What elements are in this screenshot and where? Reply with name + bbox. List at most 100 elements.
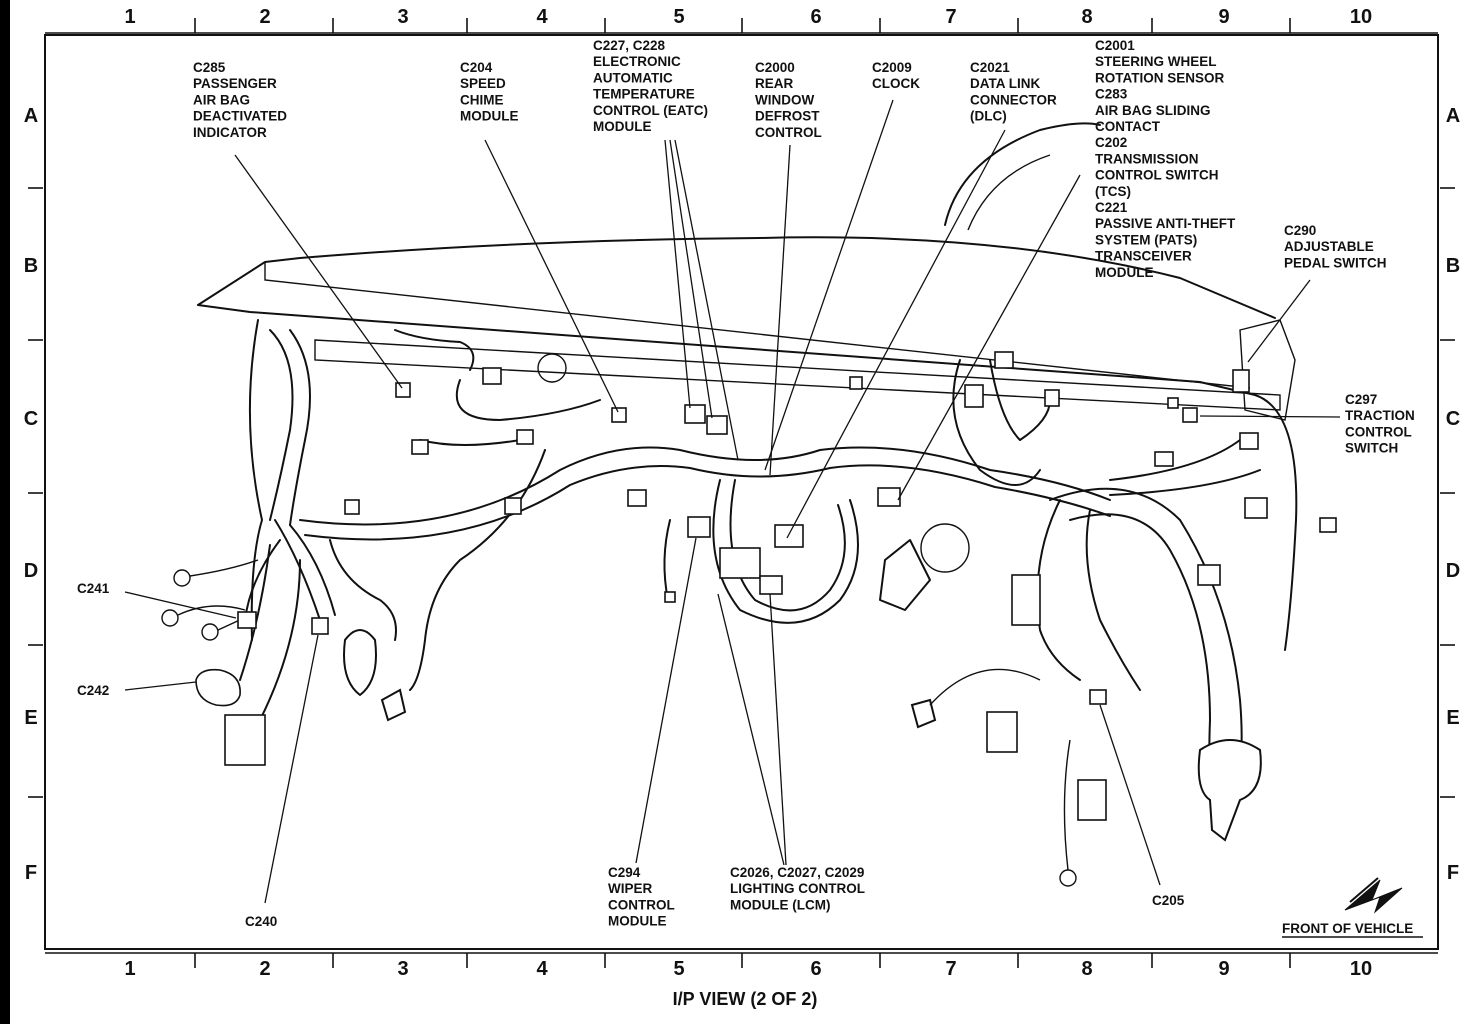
- grid-col-bottom-8: 8: [1081, 958, 1092, 980]
- connector-c228: [706, 415, 728, 435]
- connector-small-5: [504, 497, 522, 515]
- ground-wire-4: [1063, 739, 1071, 871]
- label-line: SYSTEM (PATS): [1095, 232, 1197, 247]
- label-line: MODULE: [1095, 265, 1154, 280]
- label-line: WIPER: [608, 881, 653, 896]
- label-line: CHIME: [460, 92, 504, 107]
- label-line: C205: [1152, 893, 1185, 908]
- connector-small-1: [411, 439, 429, 455]
- grid-col-bottom-10: 10: [1350, 958, 1372, 980]
- grid-row-left-F: F: [25, 862, 37, 884]
- ground-eyelet-2: [161, 609, 179, 627]
- page-caption: I/P VIEW (2 OF 2): [673, 989, 818, 1009]
- cross-car-beam: [314, 339, 1281, 411]
- grid-row-right-A: A: [1446, 105, 1460, 127]
- grid-col-top-10: 10: [1350, 6, 1372, 28]
- label-line: LIGHTING CONTROL: [730, 881, 865, 896]
- harness-c204-loop: [455, 379, 601, 421]
- label-line: C202: [1095, 135, 1127, 150]
- leader-c2021: [786, 129, 1006, 539]
- label-line: CONTROL: [755, 125, 822, 140]
- bracket-part: [879, 539, 931, 611]
- dash-brace: [264, 262, 1251, 389]
- connector-right-2: [1244, 497, 1268, 519]
- label-line: CONTROL SWITCH: [1095, 168, 1219, 183]
- grid-col-bottom-7: 7: [945, 958, 956, 980]
- right-bracket: [1239, 319, 1296, 421]
- leader-c240: [264, 634, 319, 904]
- connector-c290: [1232, 369, 1250, 393]
- grid-col-top-2: 2: [259, 6, 270, 28]
- grid-row-right-B: B: [1446, 255, 1460, 277]
- connector-c242: [195, 668, 241, 707]
- leader-c227-c: [674, 139, 739, 461]
- label-line: PASSENGER: [193, 76, 277, 91]
- harness-left-upper: [269, 329, 294, 521]
- steering-column-arc-inner: [967, 154, 1051, 231]
- label-line: CONTACT: [1095, 119, 1161, 134]
- connector-block-c240: [224, 714, 266, 766]
- label-line: DATA LINK: [970, 76, 1040, 91]
- label-line: MODULE (LCM): [730, 897, 830, 912]
- scan-edge-bar: [0, 0, 10, 1024]
- connector-c241: [237, 611, 257, 629]
- leader-c2001: [897, 174, 1081, 501]
- connector-column-1: [964, 384, 984, 408]
- label-line: C242: [77, 683, 109, 698]
- connector-c205-upper: [1154, 451, 1174, 467]
- label-line: C2009: [872, 60, 912, 75]
- front-of-vehicle-arrow-icon: [1344, 879, 1403, 914]
- label-c240: C240: [245, 914, 277, 929]
- harness-right-heavy-2: [1069, 513, 1213, 801]
- label-line: AUTOMATIC: [593, 70, 673, 85]
- label-line: C297: [1345, 392, 1377, 407]
- connector-c285: [395, 382, 411, 398]
- label-line: STEERING WHEEL: [1095, 54, 1217, 69]
- connector-c2000: [774, 524, 804, 548]
- leader-c204: [484, 139, 619, 413]
- connector-c294: [687, 516, 711, 538]
- connector-right-1: [1239, 432, 1259, 450]
- grid-col-top-8: 8: [1081, 6, 1092, 28]
- grid-col-bottom-9: 9: [1218, 958, 1229, 980]
- label-line: WINDOW: [755, 92, 814, 107]
- label-line: AIR BAG SLIDING: [1095, 103, 1211, 118]
- harness-c294-drop: [663, 519, 671, 601]
- leader-c227-a: [664, 139, 691, 409]
- leader-c2000: [769, 144, 791, 476]
- connector-c205: [1089, 689, 1107, 705]
- grid-col-top-6: 6: [810, 6, 821, 28]
- label-line: TRACTION: [1345, 408, 1415, 423]
- connector-c2026: [719, 547, 761, 579]
- label-line: PEDAL SWITCH: [1284, 255, 1387, 270]
- leader-c290: [1247, 279, 1311, 363]
- connector-c2009: [849, 376, 863, 390]
- connector-small-3: [482, 367, 502, 385]
- grid-col-bottom-4: 4: [536, 958, 548, 980]
- connector-column-2: [994, 351, 1014, 369]
- harness-right-lower: [1036, 499, 1081, 681]
- grid-col-bottom-1: 1: [124, 958, 135, 980]
- label-line: AIR BAG: [193, 92, 250, 107]
- leader-c2026-b: [769, 593, 787, 866]
- leader-c242: [124, 681, 197, 691]
- harness-right-upper-2: [1109, 469, 1261, 496]
- harness-lamp-drop-2: [409, 449, 546, 691]
- front-of-vehicle-label: FRONT OF VEHICLE: [1282, 921, 1413, 936]
- harness-lamp-drop: [329, 539, 397, 641]
- grid-row-left-D: D: [24, 560, 38, 582]
- label-line: ELECTRONIC: [593, 54, 681, 69]
- leader-c205: [1099, 704, 1161, 886]
- leader-c285: [234, 154, 403, 389]
- bulb-left: [380, 688, 407, 722]
